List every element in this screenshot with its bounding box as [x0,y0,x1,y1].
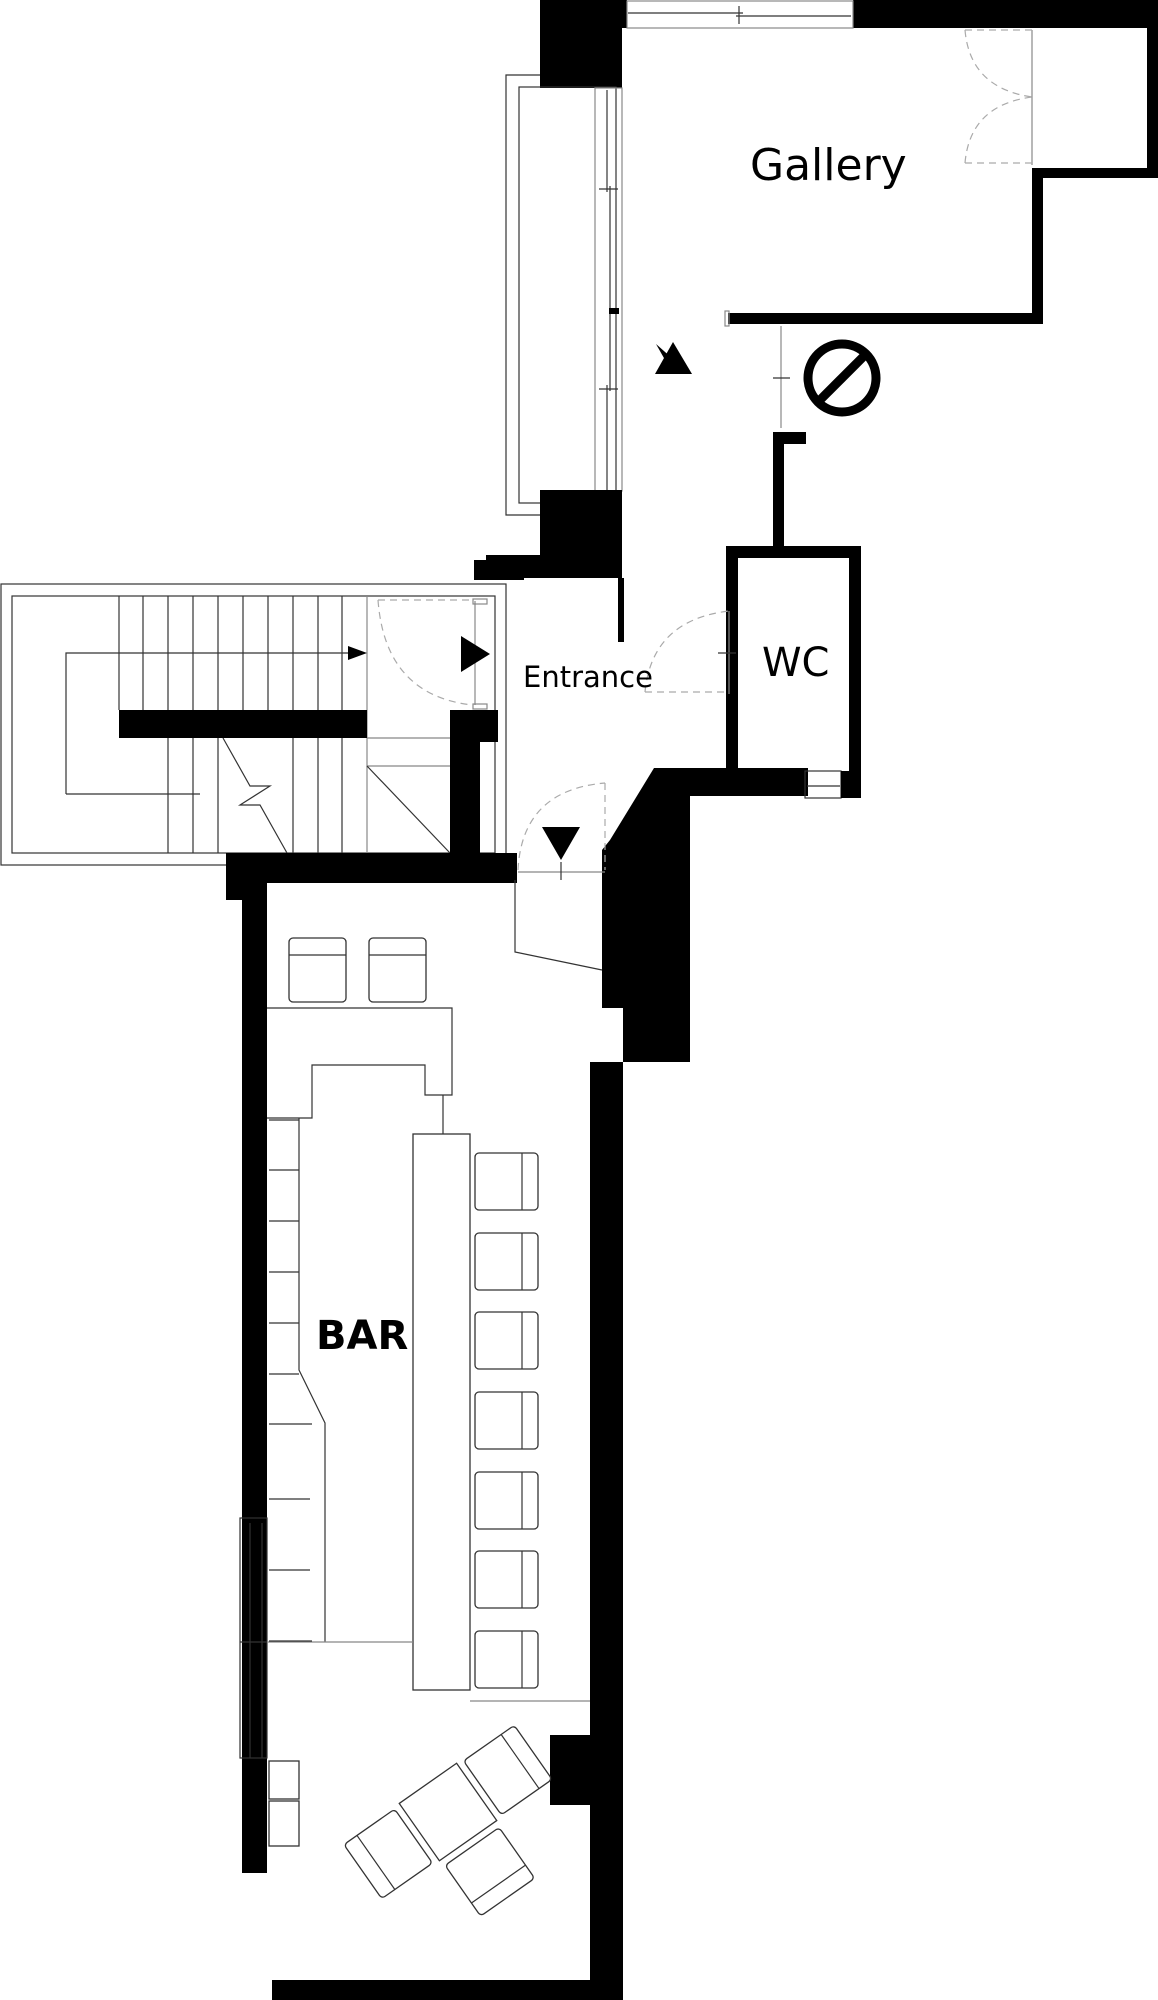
arrow-up-icon [655,342,692,374]
wc-walls [602,610,861,1062]
room-label-wc: WC [762,640,830,686]
bar-side-window [239,1517,268,1759]
room-label-gallery: Gallery [750,140,907,191]
bar-stools [474,1152,539,1689]
arrow-right-icon [461,636,490,672]
bar-door[interactable] [514,782,606,971]
room-label-entrance: Entrance [523,660,653,694]
arrow-down-icon [542,827,580,860]
lounge-chairs-top [288,937,427,1003]
staircase [0,560,524,900]
gallery-walls [540,0,1158,327]
no-entry-icon [803,339,881,417]
lounge-table-set [344,1726,552,1916]
bar-walls [242,853,623,2000]
room-label-bar: BAR [316,1313,409,1359]
bar-counter [267,1007,590,1847]
stair-arrow-icon [348,646,367,660]
gallery-closet-door[interactable] [964,29,1033,165]
gallery-top-window [626,0,854,29]
gallery-left-window [486,74,623,578]
